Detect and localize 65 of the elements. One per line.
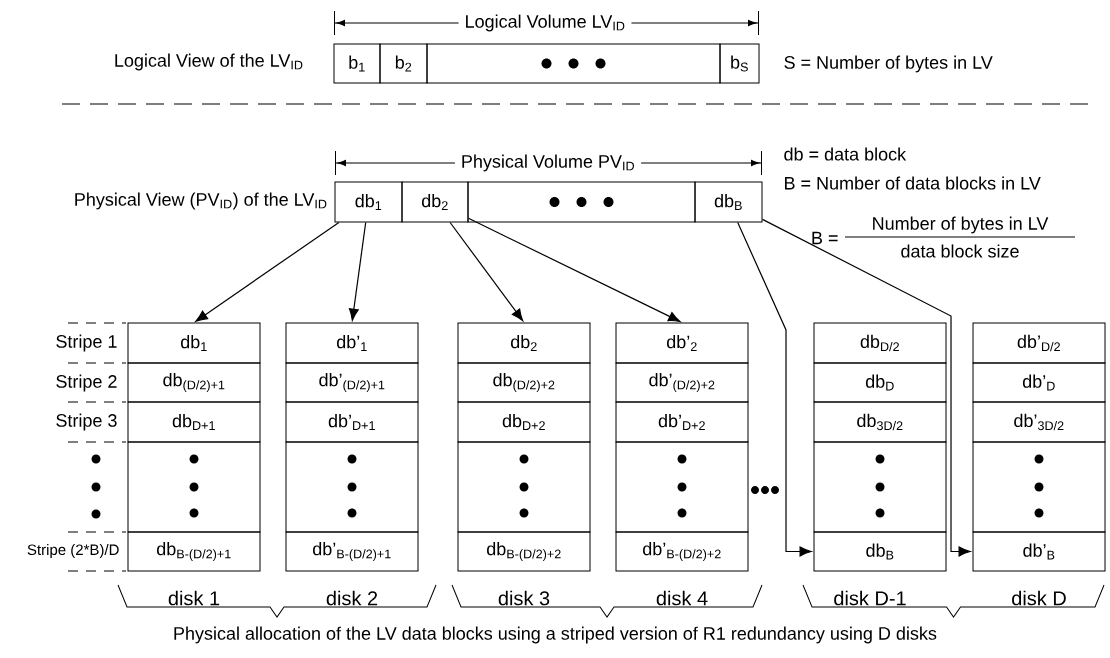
cell: db’$_{D+2}$ xyxy=(615,401,749,443)
ellipsis-cell xyxy=(457,441,591,533)
row-label: Physical View (PV$_{ID}$) of the LV$_{ID}$ xyxy=(75,192,327,210)
ellipsis-cell xyxy=(426,43,721,84)
arrow xyxy=(467,217,681,323)
ellipsis-cell xyxy=(972,441,1106,533)
row-label: Logical View of the LV$_{ID}$ xyxy=(115,53,303,71)
cell: b$_{1}$ xyxy=(333,43,381,84)
dimension-label: Physical Volume PV$_{ID}$ xyxy=(454,153,642,173)
ellipsis-cell xyxy=(467,181,696,223)
cell: db’$_{B-(D/2)+2}$ xyxy=(615,531,749,572)
cell: db$_{B-(D/2)+1}$ xyxy=(127,531,261,572)
ellipsis-cell xyxy=(285,441,419,533)
formula-text: B = xyxy=(812,231,838,245)
cell: db$_{D+1}$ xyxy=(127,401,261,443)
ellipsis-cell xyxy=(127,441,261,533)
cell: db$_{1}$ xyxy=(334,181,403,223)
cell: b$_{S}$ xyxy=(719,43,760,84)
caption: Physical allocation of the LV data blocks using a striped version of R1 redundancy using D disks xyxy=(174,626,937,644)
disk-label: disk D xyxy=(1012,590,1066,606)
arrow xyxy=(761,218,971,557)
cell: db$_{D+2}$ xyxy=(457,401,591,443)
cell: db’$_{2}$ xyxy=(615,322,749,364)
definition-text: S = Number of bytes in LV xyxy=(784,55,993,73)
cell: db$_{2}$ xyxy=(401,181,469,223)
cell: db$_{3D/2}$ xyxy=(813,401,947,443)
disk-label: disk 2 xyxy=(326,590,378,606)
cell: db’$_{D}$ xyxy=(972,362,1106,403)
ellipsis-cell xyxy=(813,441,947,533)
disk-label: disk 4 xyxy=(656,590,708,606)
cell: db$_{(D/2)+2}$ xyxy=(457,362,591,403)
cell: db$_{B}$ xyxy=(694,181,763,223)
cell: db$_{(D/2)+1}$ xyxy=(127,362,261,403)
cell: db’$_{B}$ xyxy=(972,531,1106,572)
cell: db$_{B}$ xyxy=(813,531,947,572)
ellipsis-cell xyxy=(615,441,749,533)
arrow xyxy=(348,221,367,321)
disk-label: disk D-1 xyxy=(834,590,906,606)
cell: db’$_{1}$ xyxy=(285,322,419,364)
cell: db$_{D/2}$ xyxy=(813,322,947,364)
definition-text: B = Number of data blocks in LV xyxy=(785,176,1041,190)
fraction-numerator: Number of bytes in LV xyxy=(873,216,1049,234)
cell: db’$_{D/2}$ xyxy=(972,322,1106,364)
disk-label: disk 3 xyxy=(498,590,550,606)
arrow xyxy=(737,221,812,557)
cell: db$_{B-(D/2)+2}$ xyxy=(457,531,591,572)
cell: db$_{D}$ xyxy=(813,362,947,403)
cell: db’$_{3D/2}$ xyxy=(972,401,1106,443)
cell: db$_{2}$ xyxy=(457,322,591,364)
cell: db’$_{D+1}$ xyxy=(285,401,419,443)
arrow xyxy=(449,221,524,322)
cell: db’$_{(D/2)+1}$ xyxy=(285,362,419,403)
stripe-label: Stripe 1 xyxy=(56,334,117,352)
arrow xyxy=(195,221,340,322)
definition-text: db = data block xyxy=(784,147,907,161)
cell: db’$_{B-(D/2)+1}$ xyxy=(285,531,419,572)
disk-label: disk 1 xyxy=(168,590,220,606)
stripe-label: Stripe 2 xyxy=(56,374,117,392)
cell: db$_{1}$ xyxy=(127,322,261,364)
dimension-label: Logical Volume LV$_{ID}$ xyxy=(458,13,632,33)
stripe-label: Stripe 3 xyxy=(56,413,117,431)
cell: b$_{2}$ xyxy=(379,43,428,84)
fraction-denominator: data block size xyxy=(901,244,1019,258)
cell: db’$_{(D/2)+2}$ xyxy=(615,362,749,403)
stripe-label: Stripe (2*B)/D xyxy=(27,544,119,558)
